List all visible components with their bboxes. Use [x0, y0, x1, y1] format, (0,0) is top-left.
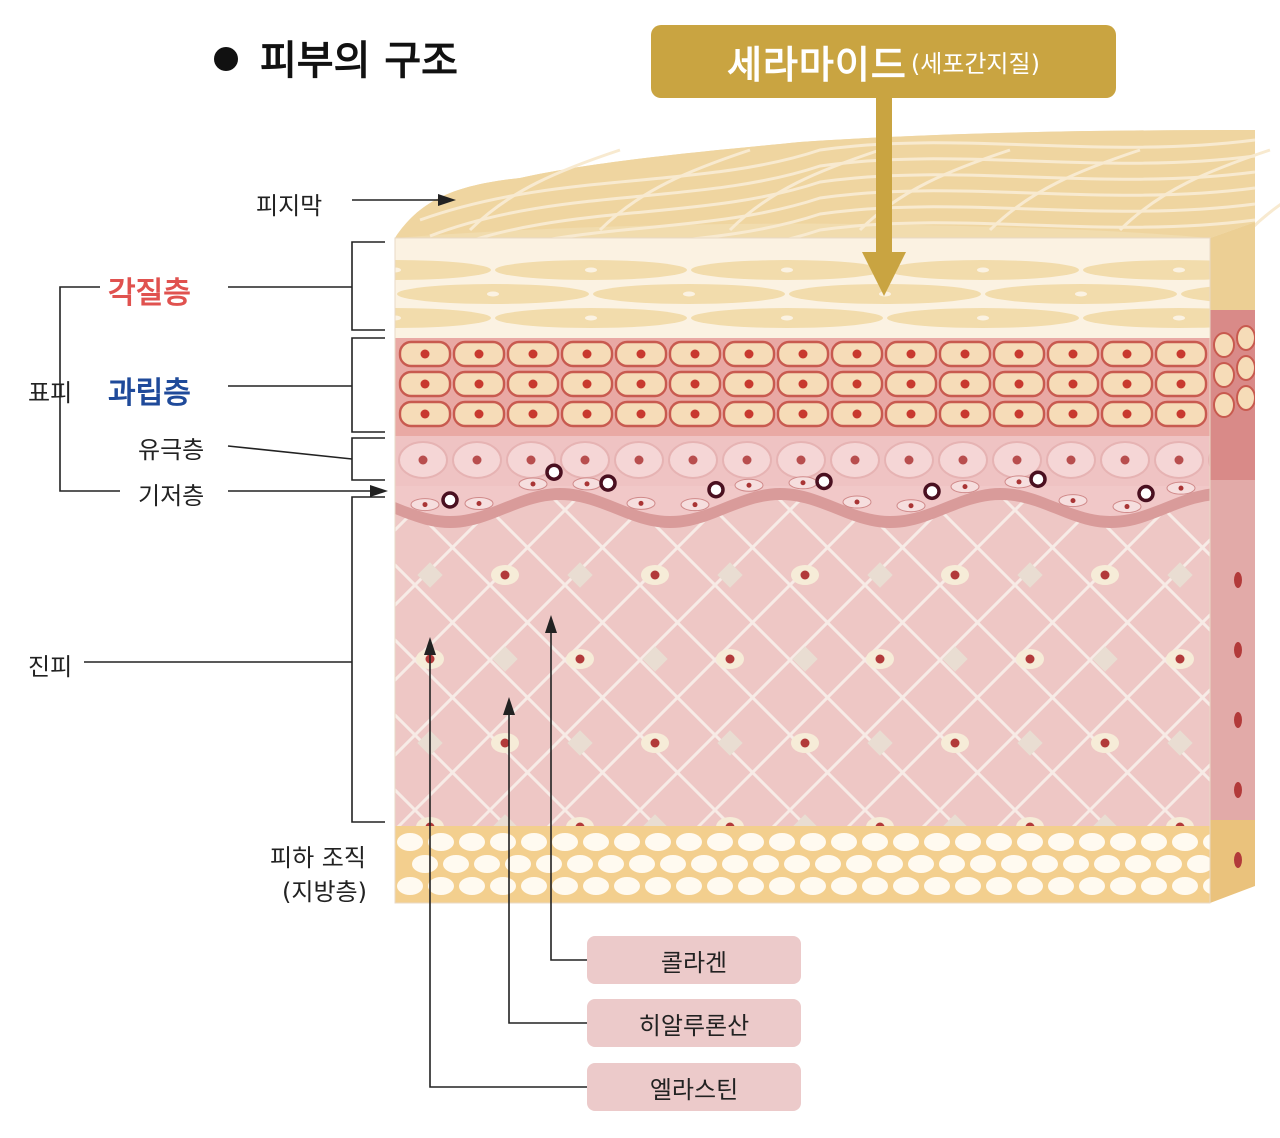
title-text: 피부의 구조 — [260, 38, 458, 84]
component-hyaluronic-acid: 히알루론산 — [587, 999, 801, 1047]
label-granular: 과립층 — [108, 376, 191, 411]
skin-side-face — [1210, 222, 1255, 903]
label-basal: 기저층 — [138, 482, 205, 510]
label-leaders — [59, 199, 587, 1088]
label-sebum: 피지막 — [256, 192, 323, 220]
page-title: 피부의 구조 — [214, 28, 458, 86]
label-subcutaneous-2: (지방층) — [282, 878, 367, 906]
bracket-stratum-corneum — [351, 241, 385, 331]
label-epidermis: 표피 — [28, 379, 73, 407]
label-subcutaneous-1: 피하 조직 — [270, 844, 366, 872]
ceramide-arrow — [862, 98, 906, 296]
bracket-spinous — [351, 437, 385, 481]
ceramide-sub: (세포간지질) — [910, 50, 1040, 78]
ceramide-main: 세라마이드 — [727, 43, 907, 87]
component-collagen: 콜라겐 — [587, 936, 801, 984]
skin-front-face — [395, 238, 1210, 903]
label-spinous: 유극층 — [138, 436, 205, 464]
label-stratum-corneum: 각질층 — [108, 276, 191, 311]
ceramide-label: 세라마이드(세포간지질) — [651, 25, 1116, 98]
component-elastin: 엘라스틴 — [587, 1063, 801, 1111]
bullet-dot — [214, 47, 238, 71]
skin-top-surface — [395, 130, 1280, 302]
label-dermis: 진피 — [28, 653, 73, 681]
arrowheads — [370, 194, 557, 715]
bracket-granular — [351, 337, 385, 433]
bracket-dermis — [351, 496, 385, 823]
